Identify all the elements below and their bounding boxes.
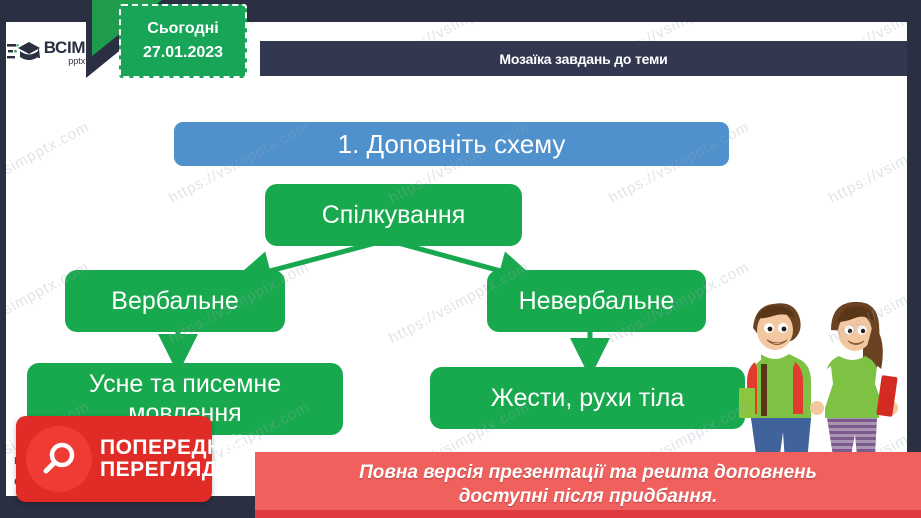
boy-student-illustration [739, 303, 811, 470]
girl-student-illustration [810, 301, 898, 466]
scheme-node-nonverbal-child[interactable]: Жести, рухи тіла [430, 367, 745, 429]
purchase-banner: Повна версія презентації та решта доповн… [255, 452, 921, 518]
brand-logo: ВСІМ pptx [6, 22, 86, 82]
graduation-cap-icon [6, 42, 40, 60]
students-illustration [739, 301, 898, 470]
purchase-banner-strip [255, 510, 921, 518]
today-date: 27.01.2023 [142, 44, 224, 61]
preview-badge-line2: ПЕРЕГЛЯД [100, 458, 218, 481]
task-title: 1. Доповніть схему [174, 122, 729, 166]
magnifier-icon [26, 426, 92, 492]
today-label: Сьогодні [147, 20, 219, 37]
watermark-line: https://vsimpptx.com [826, 118, 907, 208]
preview-badge[interactable]: ПОПЕРЕДНІЙ ПЕРЕГЛЯД [16, 416, 244, 502]
scheme-node-verbal[interactable]: Вербальне [65, 270, 285, 332]
purchase-banner-line2: доступні після придбання. [458, 486, 718, 507]
brand-logo-title: ВСІМ [43, 37, 86, 57]
watermark-line: https://vsimpptx.com [6, 118, 93, 208]
brand-logo-subtitle: pptx [68, 55, 86, 66]
slide-header-bar: Мозаїка завдань до теми [260, 41, 907, 76]
purchase-banner-line1: Повна версія презентації та решта доповн… [359, 462, 817, 484]
scheme-node-nonverbal[interactable]: Невербальне [487, 270, 706, 332]
preview-badge-line1: ПОПЕРЕДНІЙ [100, 435, 245, 459]
today-date-badge: Сьогодні 27.01.2023 [119, 4, 247, 78]
scheme-node-root[interactable]: Спілкування [265, 184, 522, 246]
